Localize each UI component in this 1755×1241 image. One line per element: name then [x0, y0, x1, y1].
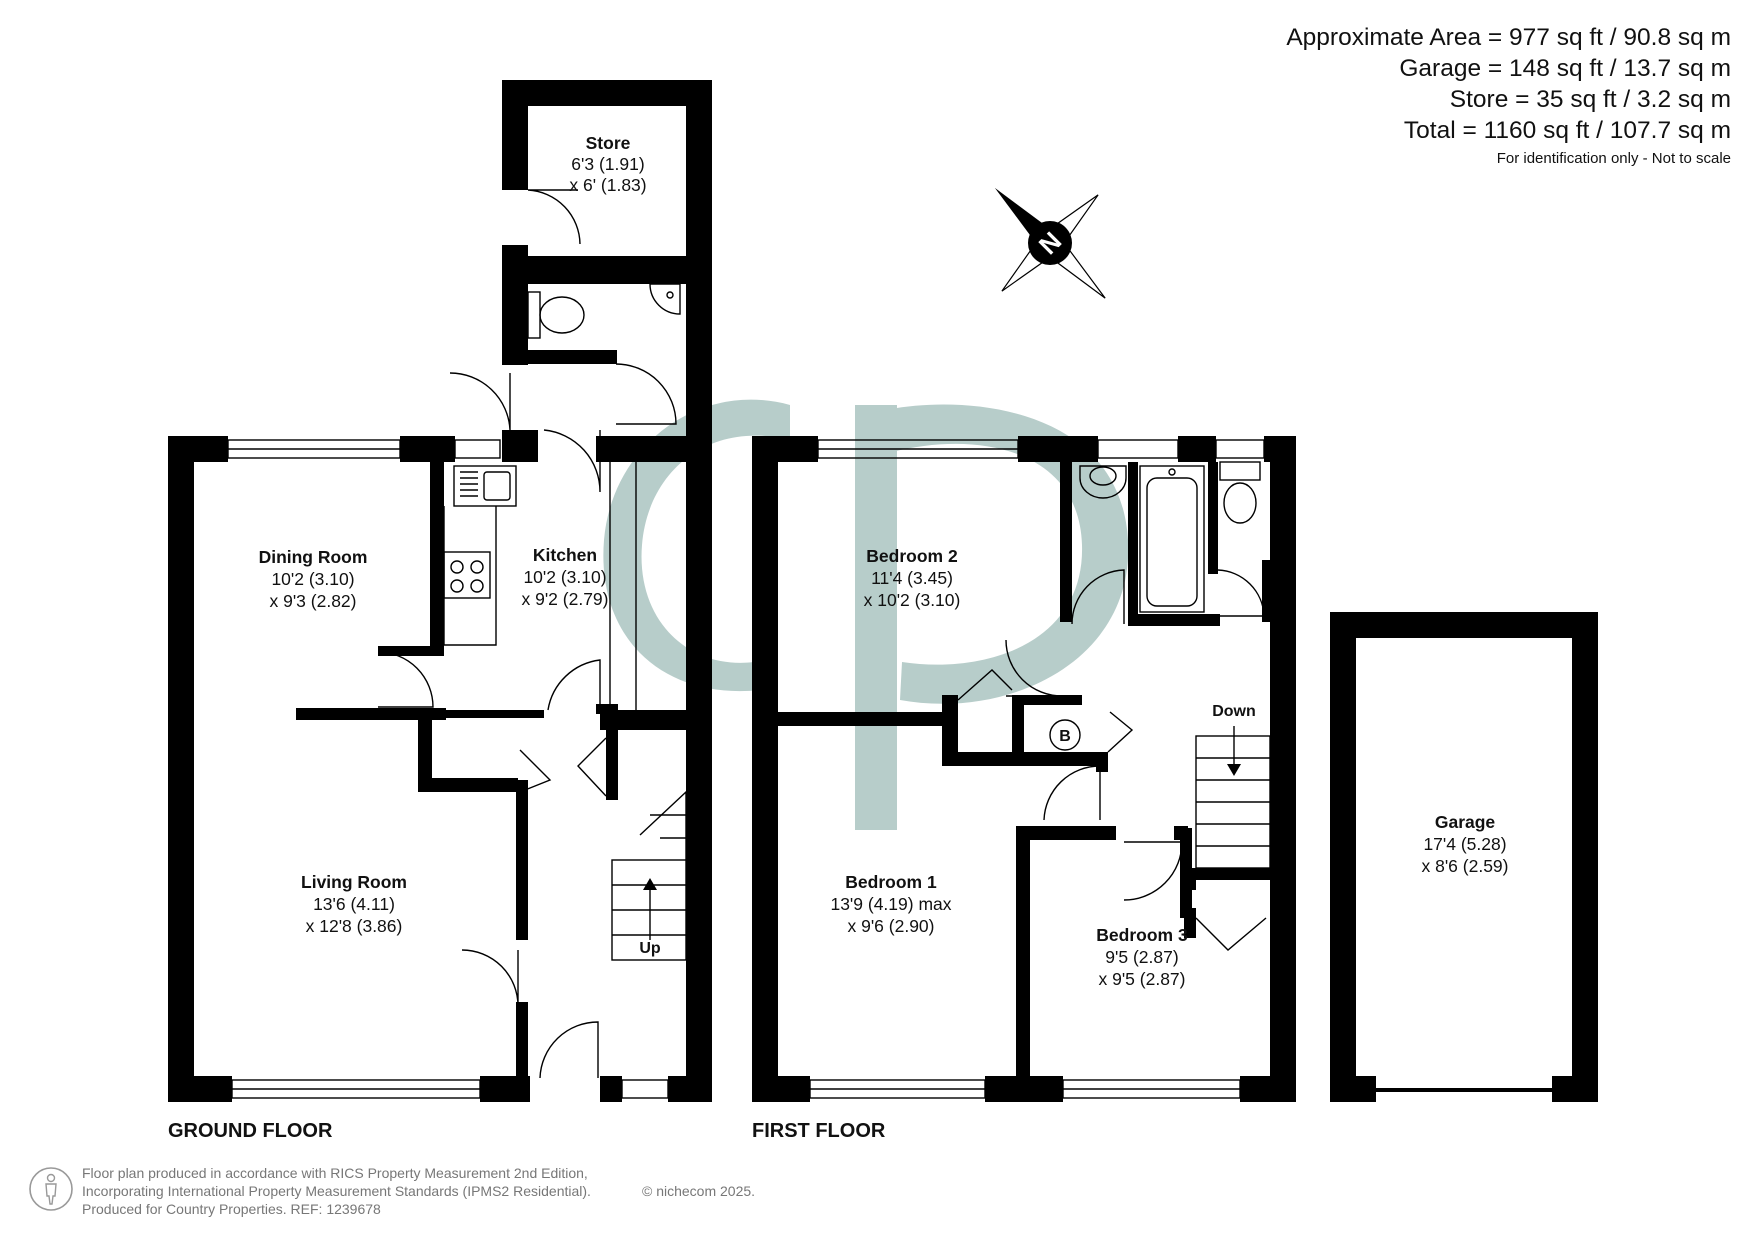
- bedroom-1-dim2: x 9'6 (2.90): [848, 916, 935, 936]
- bedroom-2-name: Bedroom 2: [866, 546, 958, 566]
- stairs-down: [1195, 726, 1271, 869]
- scale-disclaimer: For identification only - Not to scale: [1496, 150, 1731, 167]
- garage-dim2: x 8'6 (2.59): [1422, 856, 1509, 876]
- boiler-label: B: [1059, 728, 1071, 745]
- kitchen-dim2: x 9'2 (2.79): [522, 589, 609, 609]
- dining-room-name: Dining Room: [259, 547, 368, 567]
- first-floor-label: FIRST FLOOR: [752, 1120, 886, 1142]
- dining-room-dim1: 10'2 (3.10): [271, 569, 354, 589]
- garage-walls: [1330, 612, 1598, 1102]
- living-room-dim1: 13'6 (4.11): [313, 894, 395, 914]
- store-name: Store: [586, 133, 631, 153]
- bedroom-3-name: Bedroom 3: [1096, 925, 1188, 945]
- bedroom-1-dim1: 13'9 (4.19) max: [830, 894, 951, 914]
- garage-name: Garage: [1435, 812, 1496, 832]
- garage-dim1: 17'4 (5.28): [1423, 834, 1506, 854]
- kitchen-dim1: 10'2 (3.10): [523, 567, 606, 587]
- first-floor-walls: [752, 436, 1296, 1102]
- garage-area: Garage = 148 sq ft / 13.7 sq m: [1399, 55, 1731, 82]
- bedroom-3-dim1: 9'5 (2.87): [1105, 947, 1178, 967]
- ground-floor-windows: [227, 83, 687, 1099]
- first-floor-fixtures: [957, 461, 1271, 951]
- bedroom-2-dim2: x 10'2 (3.10): [864, 590, 961, 610]
- footer-line-1: Floor plan produced in accordance with R…: [82, 1165, 588, 1181]
- bedroom-3-dim2: x 9'5 (2.87): [1099, 969, 1186, 989]
- area-summary: Approximate Area = 977 sq ft / 90.8 sq m…: [1286, 22, 1731, 172]
- store-dim1: 6'3 (1.91): [571, 154, 644, 174]
- first-floor-windows: [809, 439, 1265, 1099]
- ground-floor-labels: Store 6'3 (1.91) x 6' (1.83) Dining Room…: [168, 133, 661, 1142]
- ground-floor-walls: [168, 80, 712, 1102]
- stairs-up-label: Up: [639, 940, 661, 957]
- living-room-dim2: x 12'8 (3.86): [306, 916, 403, 936]
- ground-floor-fixtures: [377, 189, 687, 1079]
- bedroom-1-name: Bedroom 1: [845, 872, 937, 892]
- kitchen-name: Kitchen: [533, 545, 597, 565]
- footer-line-3: Produced for Country Properties. REF: 12…: [82, 1201, 381, 1217]
- compass-icon: N: [994, 187, 1106, 299]
- footer-line-2: Incorporating International Property Mea…: [82, 1183, 591, 1199]
- store-area: Store = 35 sq ft / 3.2 sq m: [1449, 86, 1731, 113]
- stairs-up: [611, 790, 687, 961]
- approx-area: Approximate Area = 977 sq ft / 90.8 sq m: [1286, 24, 1731, 51]
- footer-notes: Floor plan produced in accordance with R…: [82, 1164, 755, 1218]
- garage-labels: Garage 17'4 (5.28) x 8'6 (2.59): [1422, 812, 1509, 876]
- first-floor-labels: Bedroom 2 11'4 (3.45) x 10'2 (3.10) Bedr…: [752, 546, 1256, 1142]
- stairs-down-label: Down: [1212, 703, 1256, 720]
- total-area: Total = 1160 sq ft / 107.7 sq m: [1403, 117, 1731, 144]
- person-scale-icon: [29, 1167, 73, 1211]
- living-room-name: Living Room: [301, 872, 407, 892]
- store-dim2: x 6' (1.83): [569, 175, 646, 195]
- ground-floor-label: GROUND FLOOR: [168, 1120, 333, 1142]
- bedroom-2-dim1: 11'4 (3.45): [871, 568, 953, 588]
- dining-room-dim2: x 9'3 (2.82): [270, 591, 357, 611]
- footer-copyright: © nichecom 2025.: [642, 1183, 756, 1199]
